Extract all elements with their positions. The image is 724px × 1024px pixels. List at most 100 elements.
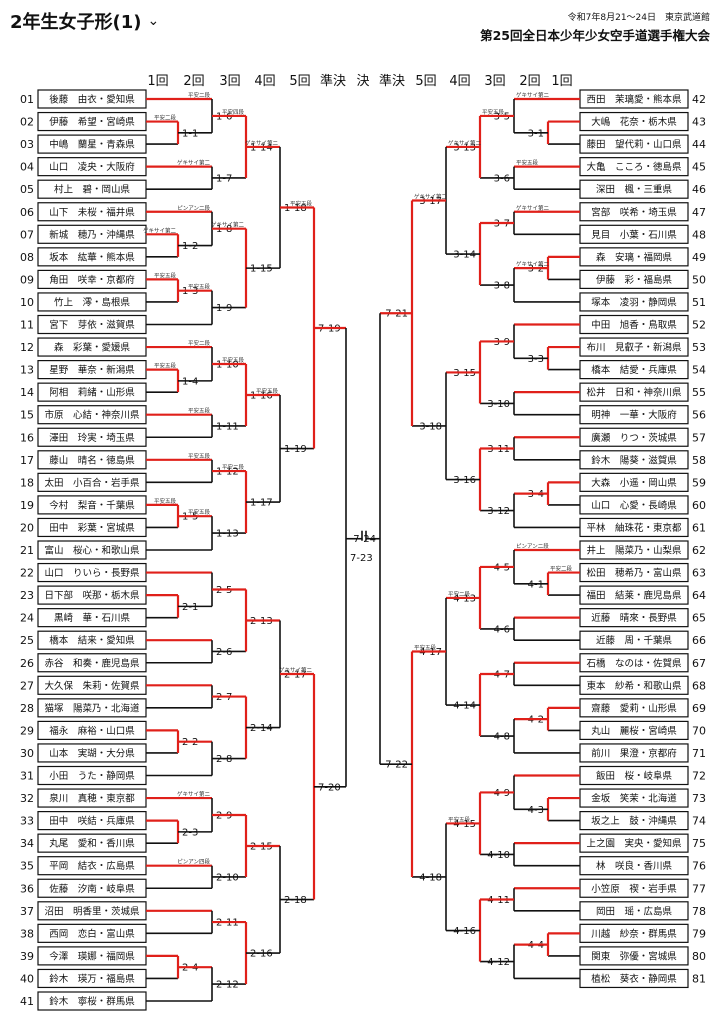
player-number: 72 [692, 770, 706, 783]
match-label: 7-22 [385, 760, 408, 771]
player-name: 山口 凌央・大阪府 [49, 161, 135, 173]
kata-name: ゲキサイ第二 [177, 790, 211, 798]
player-number: 22 [20, 567, 34, 580]
kata-name: 平安五段 [154, 362, 177, 370]
player-name: 山本 実瑚・大分県 [49, 747, 135, 759]
match-label: 3-12 [487, 506, 510, 517]
title-text: 2年生女子形(1) [10, 12, 142, 33]
player-name: 村上 碧・岡山県 [54, 184, 131, 196]
player-number: 21 [20, 544, 34, 557]
round-label: 準決 [378, 74, 406, 89]
player-number: 37 [20, 905, 34, 918]
match-label: 7-23 [350, 553, 373, 564]
player-number: 11 [20, 319, 34, 332]
kata-name: 平安二段 [448, 590, 471, 598]
match-label: 2-10 [216, 872, 239, 883]
match-label: 1-13 [216, 529, 239, 540]
player-name: 黒崎 華・石川県 [54, 612, 131, 624]
kata-name: ピンアン二段 [177, 204, 210, 212]
round-label: 5回 [289, 74, 311, 89]
player-name: 佐藤 汐南・岐阜県 [49, 883, 135, 895]
match-label: 2-8 [216, 754, 232, 765]
player-name: 飯田 桜・岐阜県 [596, 770, 673, 782]
kata-name: ゲキサイ第二 [211, 221, 245, 229]
player-number: 44 [692, 138, 706, 151]
player-name: 関東 弥優・宮城県 [591, 950, 677, 962]
tournament-info: 令和7年8月21～24日 東京武道館 第25回全日本少年少女空手道選手権大会 [480, 10, 710, 44]
player-name: 大森 小遥・岡山県 [591, 477, 677, 489]
player-number: 73 [692, 792, 706, 805]
page-title[interactable]: 2年生女子形(1) ⌄ [10, 8, 159, 34]
match-label: 3-3 [528, 354, 544, 365]
player-name: 金坂 笑茉・北海道 [591, 793, 677, 805]
player-name: 塚本 凌羽・静岡県 [591, 296, 677, 308]
player-number: 03 [20, 138, 34, 151]
player-number: 07 [20, 228, 34, 241]
player-name: 松井 日和・神奈川県 [586, 387, 682, 399]
player-number: 41 [20, 995, 34, 1008]
player-number: 25 [20, 634, 34, 647]
player-name: 星野 華奈・新潟県 [49, 364, 135, 376]
match-label: 4-18 [419, 872, 442, 883]
player-number: 27 [20, 679, 34, 692]
player-number: 06 [20, 206, 34, 219]
match-label: 1-7 [216, 173, 232, 184]
player-name: 赤谷 和奏・鹿児島県 [44, 657, 140, 669]
chevron-down-icon[interactable]: ⌄ [147, 13, 160, 29]
player-number: 75 [692, 837, 706, 850]
player-number: 23 [20, 589, 34, 602]
player-number: 02 [20, 116, 34, 129]
player-number: 55 [692, 386, 706, 399]
kata-name: ゲキサイ第二 [177, 159, 211, 167]
player-number: 36 [20, 882, 34, 895]
player-number: 74 [692, 815, 706, 828]
match-label: 7-24 [353, 534, 376, 545]
match-label: 2-12 [216, 980, 239, 991]
match-label: 1-15 [250, 264, 273, 275]
kata-name: 平安五段 [222, 356, 245, 364]
player-number: 62 [692, 544, 706, 557]
match-label: 3-10 [487, 399, 510, 410]
player-number: 53 [692, 341, 706, 354]
round-label: 5回 [415, 74, 437, 89]
round-label: 3回 [484, 74, 506, 89]
player-number: 80 [692, 950, 706, 963]
match-label: 4-16 [453, 926, 476, 937]
player-name: 坂本 紘華・熊本県 [49, 251, 135, 263]
match-label: 2-18 [284, 895, 307, 906]
player-name: 藤田 望代莉・山口県 [586, 139, 682, 151]
player-name: 松田 穂希乃・富山県 [586, 567, 682, 579]
match-label: 1-4 [182, 376, 198, 387]
kata-name: ピンアン四段 [177, 858, 210, 866]
round-label: 3回 [219, 74, 241, 89]
player-number: 13 [20, 364, 34, 377]
match-label: 1-9 [216, 303, 232, 314]
player-name: 丸尾 愛和・香川県 [49, 838, 135, 850]
player-name: 新城 穂乃・沖縄県 [49, 229, 135, 241]
player-number: 49 [692, 251, 706, 264]
player-number: 19 [20, 499, 34, 512]
player-number: 77 [692, 882, 706, 895]
player-number: 09 [20, 273, 34, 286]
player-number: 54 [692, 364, 706, 377]
player-number: 76 [692, 860, 706, 873]
player-number: 56 [692, 409, 706, 422]
player-name: 山下 未桜・福井県 [49, 206, 135, 218]
player-name: 平林 紬珠花・東京都 [586, 522, 682, 534]
kata-name: 平安五段 [516, 159, 539, 167]
match-label: 2-6 [216, 647, 232, 658]
player-name: 上之園 実央・愛知県 [586, 838, 682, 850]
player-number: 28 [20, 702, 34, 715]
player-name: 大久保 朱莉・佐賀県 [44, 680, 140, 692]
player-number: 08 [20, 251, 34, 264]
player-number: 33 [20, 815, 34, 828]
kata-name: ゲキサイ第二 [516, 204, 550, 212]
match-label: 4-14 [453, 701, 476, 712]
round-label: 1回 [551, 74, 573, 89]
player-number: 04 [20, 161, 34, 174]
player-name: 鈴木 寧桜・群馬県 [49, 996, 135, 1008]
match-label: 2-16 [250, 949, 273, 960]
player-number: 34 [20, 837, 34, 850]
player-number: 58 [692, 454, 706, 467]
